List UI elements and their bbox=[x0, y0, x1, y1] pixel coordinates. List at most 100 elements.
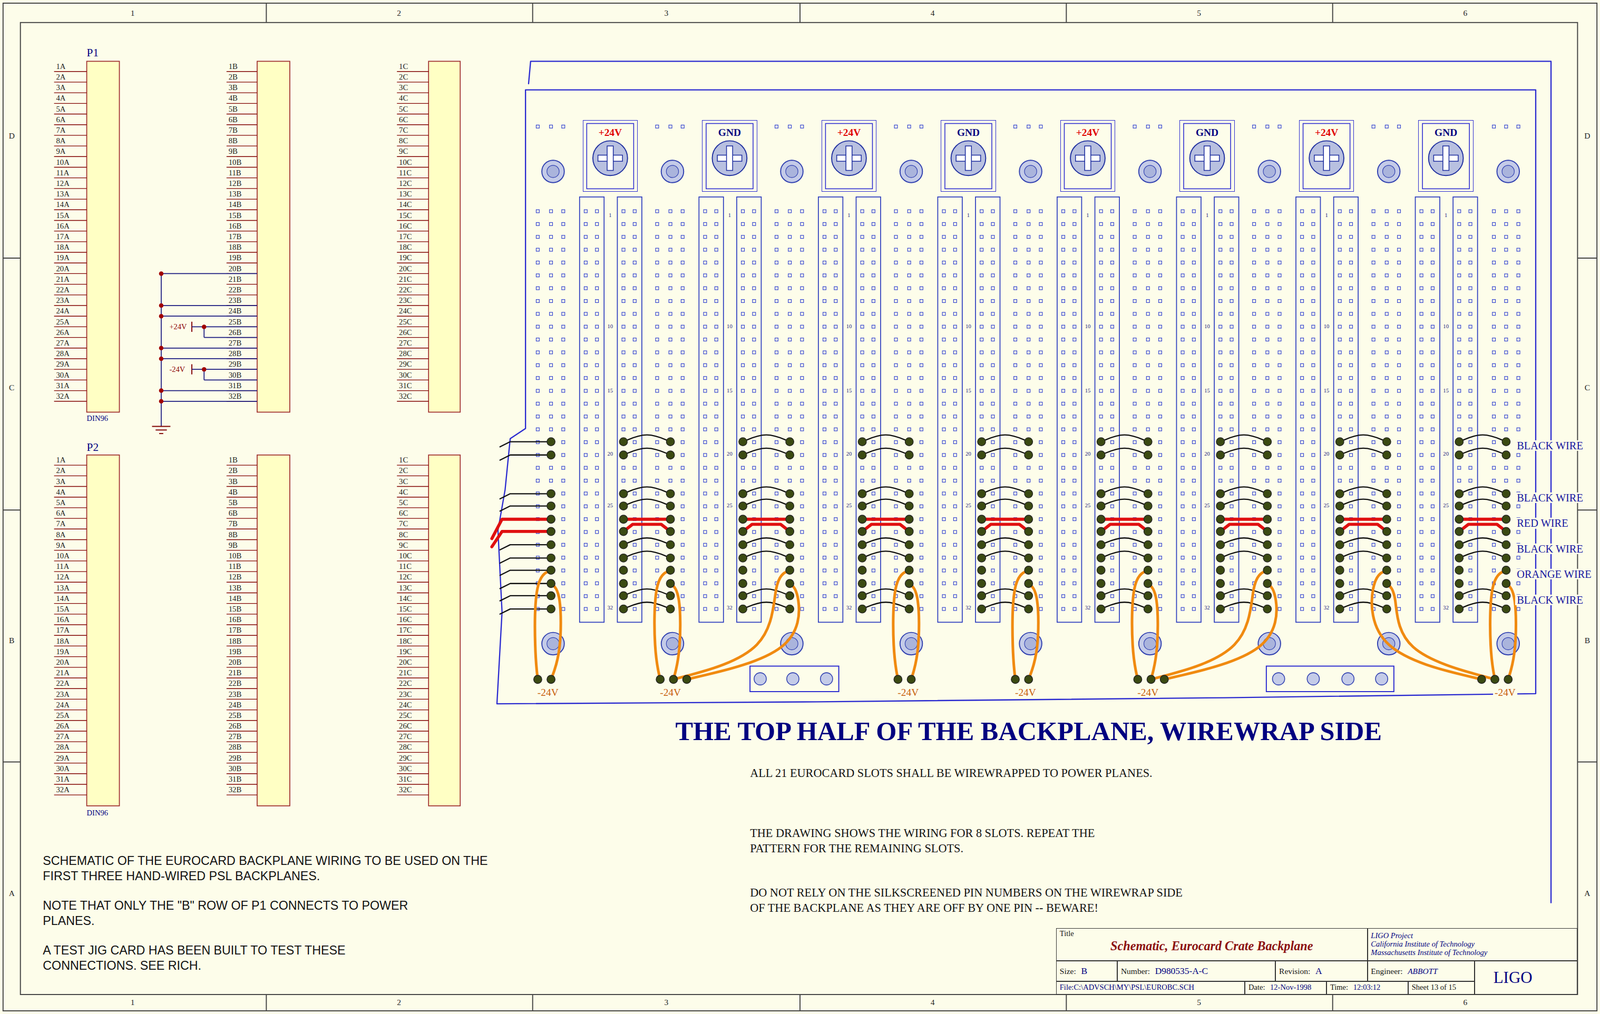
pin-dot bbox=[1072, 402, 1077, 406]
pin-dot bbox=[535, 274, 540, 278]
pin-dot bbox=[1397, 312, 1401, 316]
zone-tick bbox=[1332, 994, 1334, 1012]
pin-line bbox=[396, 667, 429, 668]
pin-dot bbox=[991, 363, 995, 367]
pin-dot bbox=[1027, 325, 1031, 329]
pin-line bbox=[226, 646, 258, 647]
pin-dot bbox=[920, 338, 924, 342]
pin-dot bbox=[1039, 402, 1043, 406]
pin-dot bbox=[1072, 274, 1077, 278]
pin-dot bbox=[1099, 350, 1103, 355]
pin-dot bbox=[953, 350, 957, 355]
pin-dot bbox=[703, 466, 707, 470]
pin-dot bbox=[1311, 556, 1315, 560]
pin-dot bbox=[703, 209, 707, 213]
pin-dot bbox=[752, 350, 756, 355]
mounting-hole-inner bbox=[547, 637, 560, 650]
pin-line bbox=[54, 198, 87, 200]
pin-dot bbox=[655, 248, 659, 252]
pin-dot bbox=[680, 594, 685, 599]
pin-dot bbox=[1338, 363, 1342, 367]
pin-dot bbox=[1146, 312, 1150, 316]
pin-dot bbox=[1192, 479, 1196, 483]
pin-dot bbox=[942, 325, 946, 329]
slot-strip bbox=[1452, 197, 1478, 623]
pin-dot bbox=[1133, 479, 1137, 483]
pin-dot bbox=[800, 569, 804, 573]
pin-dot bbox=[834, 556, 838, 560]
pin-dot bbox=[1013, 441, 1018, 445]
pin-dot bbox=[583, 350, 588, 355]
pin-dot bbox=[894, 312, 898, 316]
pin-dot bbox=[595, 479, 599, 483]
pin-dot bbox=[1252, 453, 1256, 457]
pin-dot bbox=[1133, 235, 1137, 239]
pin-dot bbox=[561, 402, 565, 406]
pin-dot bbox=[1061, 389, 1066, 393]
zone-tick bbox=[3, 509, 21, 511]
pin-dot bbox=[655, 286, 659, 290]
pin-dot bbox=[655, 479, 659, 483]
pin-dot bbox=[775, 312, 779, 316]
pin-dot bbox=[1265, 299, 1270, 304]
pin-line bbox=[54, 763, 87, 764]
pin-dot bbox=[1099, 402, 1103, 406]
pin-dot bbox=[1027, 350, 1031, 355]
pin-dot bbox=[991, 466, 995, 470]
pin-dot bbox=[621, 325, 626, 329]
pin-line bbox=[54, 124, 87, 125]
pin-dot bbox=[1311, 209, 1315, 213]
pin-dot bbox=[632, 261, 637, 265]
pin-dot bbox=[800, 312, 804, 316]
pin-dot bbox=[788, 466, 792, 470]
pin-dot bbox=[621, 376, 626, 380]
pin-line bbox=[226, 124, 258, 125]
pin-dot bbox=[680, 556, 685, 560]
pin-dot bbox=[953, 607, 957, 611]
pin-dot bbox=[1277, 441, 1282, 445]
pin-dot bbox=[1397, 286, 1401, 290]
pin-dot bbox=[549, 466, 553, 470]
pin-line bbox=[396, 71, 429, 72]
pin-dot bbox=[800, 299, 804, 304]
pin-dot bbox=[583, 402, 588, 406]
pin-dot bbox=[703, 350, 707, 355]
pin-dot bbox=[1061, 350, 1066, 355]
pin-dot bbox=[583, 248, 588, 252]
pin-dot bbox=[872, 556, 876, 560]
pin-line bbox=[396, 677, 429, 679]
pin-dot bbox=[1218, 415, 1223, 419]
pin-dot bbox=[632, 453, 637, 457]
pin-dot bbox=[1311, 222, 1315, 226]
pin-dot bbox=[991, 453, 995, 457]
pin-dot bbox=[680, 518, 685, 522]
pin-dot bbox=[703, 427, 707, 432]
pin-dot bbox=[800, 466, 804, 470]
pin-dot bbox=[632, 556, 637, 560]
pin-dot bbox=[535, 415, 540, 419]
pin-dot bbox=[1338, 479, 1342, 483]
pin-dot bbox=[942, 530, 946, 534]
terminal-inner bbox=[825, 123, 873, 189]
pin-dot bbox=[1277, 363, 1282, 367]
mounting-hole-inner bbox=[1382, 165, 1395, 178]
pin-dot bbox=[1371, 492, 1375, 496]
pin-dot bbox=[800, 350, 804, 355]
pin-dot bbox=[1146, 338, 1150, 342]
pin-line bbox=[396, 134, 429, 136]
pin-dot bbox=[1039, 209, 1043, 213]
pin-dot bbox=[1110, 594, 1115, 599]
pin-dot bbox=[920, 389, 924, 393]
pin-dot bbox=[1384, 325, 1389, 329]
pin-dot bbox=[907, 209, 911, 213]
mounting-hole-inner bbox=[666, 637, 679, 650]
pin-dot bbox=[583, 286, 588, 290]
pin-dot bbox=[1218, 350, 1223, 355]
pin-dot bbox=[1300, 427, 1304, 432]
pin-dot bbox=[583, 479, 588, 483]
zone-tick bbox=[3, 257, 21, 259]
pin-dot bbox=[1277, 530, 1282, 534]
pin-line bbox=[54, 188, 87, 189]
pin-dot bbox=[953, 286, 957, 290]
pin-line bbox=[226, 624, 258, 626]
